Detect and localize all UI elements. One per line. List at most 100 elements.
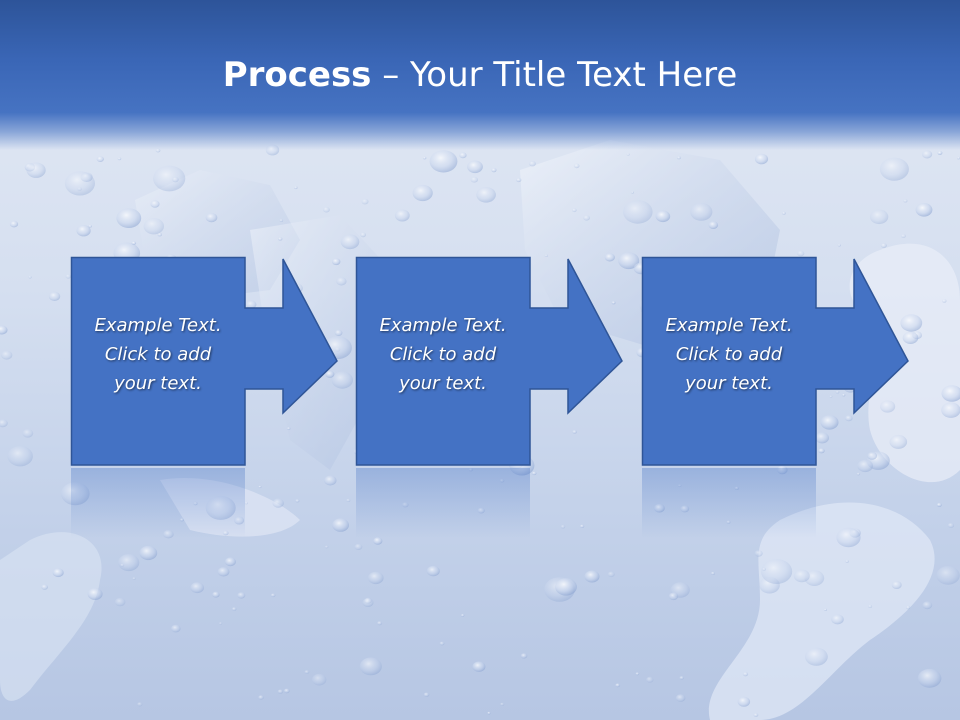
water-droplet <box>675 694 686 702</box>
water-droplet <box>922 601 933 610</box>
water-droplet <box>331 371 353 389</box>
water-droplet <box>742 672 749 677</box>
water-droplet <box>900 234 906 238</box>
water-droplet <box>734 486 739 490</box>
water-droplet <box>270 593 276 598</box>
water-droplet <box>295 499 300 503</box>
water-droplet <box>487 711 491 715</box>
water-droplet <box>324 545 329 549</box>
water-droplet <box>362 598 374 607</box>
water-droplet <box>150 200 160 208</box>
water-droplet <box>163 530 174 539</box>
water-droplet <box>915 203 933 217</box>
water-droplet <box>439 641 445 646</box>
water-droplet <box>618 252 640 270</box>
water-droplet <box>1 350 13 360</box>
water-droplet <box>947 523 955 528</box>
water-droplet <box>193 501 198 506</box>
water-droplet <box>936 566 960 585</box>
water-droplet <box>258 485 262 489</box>
water-droplet <box>286 427 291 430</box>
water-droplet <box>680 505 690 513</box>
water-droplet <box>797 250 805 257</box>
water-droplet <box>88 224 92 228</box>
water-droplet <box>831 614 844 625</box>
water-droplet <box>857 459 873 473</box>
water-droplet <box>891 581 902 589</box>
water-droplet <box>762 567 766 571</box>
water-droplet <box>324 475 337 486</box>
water-droplet <box>224 557 236 567</box>
water-droplet <box>143 218 164 235</box>
water-droplet <box>7 446 33 467</box>
water-droplet <box>61 482 90 506</box>
water-droplet <box>623 200 653 224</box>
water-droplet <box>868 604 873 609</box>
process-step-3[interactable]: Example Text. Click to add your text. <box>641 256 909 466</box>
right-arrow-icon <box>355 256 623 466</box>
water-droplet <box>422 156 427 160</box>
water-droplet <box>76 225 91 237</box>
water-droplet <box>359 657 382 676</box>
water-droplet <box>179 518 184 522</box>
water-droplet <box>941 385 960 402</box>
water-droplet <box>580 524 585 528</box>
right-arrow-icon <box>70 256 338 466</box>
water-droplet <box>373 537 383 545</box>
slide-title[interactable]: Process – Your Title Text Here <box>0 52 960 98</box>
water-droplet <box>0 325 8 335</box>
water-droplet <box>726 520 731 524</box>
water-droplet <box>737 696 751 707</box>
process-step-1[interactable]: Example Text. Click to add your text. <box>70 256 338 466</box>
water-droplet <box>334 329 343 336</box>
water-droplet <box>477 507 485 514</box>
step-3-reflection <box>642 468 816 538</box>
water-droplet <box>668 592 679 601</box>
water-droplet <box>856 472 861 476</box>
water-droplet <box>205 213 218 223</box>
water-droplet <box>560 524 566 529</box>
water-droplet <box>277 689 284 694</box>
water-droplet <box>583 215 590 221</box>
water-droplet <box>867 452 877 460</box>
water-droplet <box>41 584 48 590</box>
water-droplet <box>470 176 478 183</box>
water-droplet <box>804 570 825 586</box>
water-droplet <box>529 161 536 167</box>
water-droplet <box>676 156 681 160</box>
water-droplet <box>655 210 671 223</box>
water-droplet <box>468 468 473 472</box>
water-droplet <box>820 415 839 430</box>
water-droplet <box>132 577 136 580</box>
water-droplet <box>429 150 458 173</box>
water-droplet <box>0 419 8 428</box>
water-droplet <box>711 571 715 576</box>
water-droplet <box>941 402 960 418</box>
water-droplet <box>520 653 528 659</box>
water-droplet <box>412 184 433 202</box>
water-droplet <box>573 163 580 169</box>
water-droplet <box>258 695 264 700</box>
water-droplet <box>219 622 223 625</box>
title-rest: – Your Title Text Here <box>371 55 738 95</box>
water-droplet <box>394 209 410 222</box>
process-step-2[interactable]: Example Text. Click to add your text. <box>355 256 623 466</box>
step-1-text: Example Text. Click to add your text. <box>94 315 222 394</box>
water-droplet <box>754 153 769 165</box>
water-droplet <box>500 702 505 706</box>
water-droplet <box>234 516 245 525</box>
water-droplet <box>584 570 600 583</box>
water-droplet <box>754 550 763 557</box>
water-droplet <box>354 543 363 551</box>
water-droplet <box>212 591 220 598</box>
water-droplet <box>753 713 759 717</box>
water-droplet <box>116 208 142 229</box>
water-droplet <box>837 244 841 247</box>
water-droplet <box>402 502 409 508</box>
water-droplet <box>139 545 158 561</box>
water-droplet <box>572 430 577 434</box>
title-bar <box>0 0 960 150</box>
water-droplet <box>491 168 497 173</box>
water-droplet <box>336 277 347 286</box>
water-droplet <box>461 614 465 617</box>
